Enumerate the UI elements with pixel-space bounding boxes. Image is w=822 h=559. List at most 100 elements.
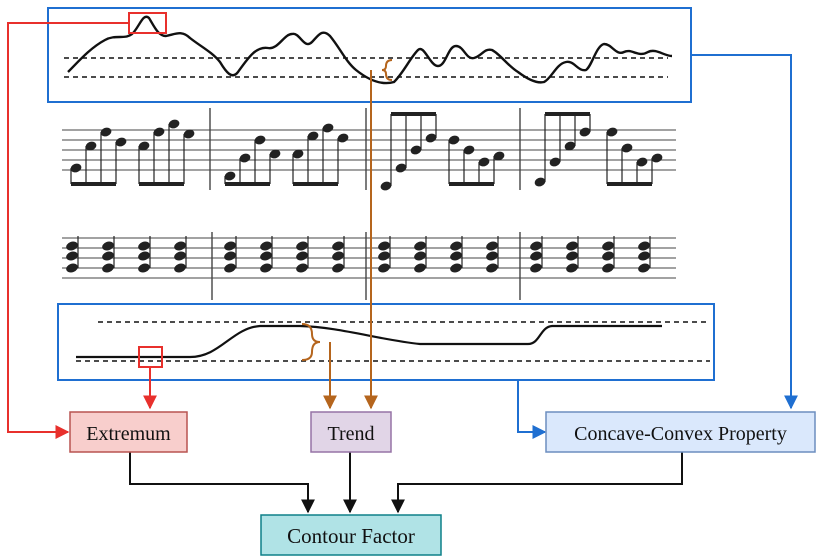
chord-notehead: [378, 241, 390, 251]
melody-notehead: [115, 137, 127, 147]
melody-notehead: [70, 163, 82, 173]
chord-notehead: [174, 251, 186, 261]
accompaniment-chords: [66, 236, 651, 273]
melody-notehead: [606, 127, 618, 137]
melody-notehead: [395, 163, 407, 173]
chord-notehead: [138, 241, 150, 251]
chord-notehead: [450, 263, 462, 273]
melody-contour-panel: [47, 7, 692, 103]
chord-notehead: [638, 251, 650, 261]
melody-notehead: [307, 131, 319, 141]
chord-notehead: [530, 241, 542, 251]
chord-notehead: [260, 263, 272, 273]
contour-factor-node: Contour Factor: [260, 514, 442, 556]
chord-notehead: [174, 263, 186, 273]
trend-label: Trend: [327, 423, 374, 445]
accompaniment-contour-curve: [76, 324, 662, 359]
chord-notehead: [530, 263, 542, 273]
melody-notes: [70, 112, 663, 191]
chord-notehead: [332, 263, 344, 273]
melody-notehead: [322, 123, 334, 133]
chord-notehead: [486, 263, 498, 273]
melody-notehead: [239, 153, 251, 163]
melody-notehead: [337, 133, 349, 143]
accompaniment-contour-panel: [57, 303, 715, 381]
merge-arrow-concave: [391, 452, 683, 514]
chord-notehead: [224, 241, 236, 251]
melody-notehead: [410, 145, 422, 155]
chord-notehead: [102, 251, 114, 261]
extremum-arrow-top: [7, 22, 129, 439]
melody-notehead: [636, 157, 648, 167]
melody-notehead: [463, 145, 475, 155]
chord-notehead: [224, 251, 236, 261]
melody-notehead: [493, 151, 505, 161]
merge-arrow-extremum: [129, 452, 315, 514]
chord-notehead: [486, 251, 498, 261]
chord-notehead: [378, 263, 390, 273]
chord-notehead: [566, 251, 578, 261]
trend-brace-top: [381, 59, 393, 81]
concave-convex-label: Concave-Convex Property: [574, 423, 787, 445]
chord-notehead: [378, 251, 390, 261]
melody-notehead: [269, 149, 281, 159]
chord-notehead: [530, 251, 542, 261]
melody-notehead: [153, 127, 165, 137]
extremum-node: Extremum: [69, 411, 188, 453]
extremum-label: Extremum: [86, 423, 171, 445]
melody-contour-curve: [67, 15, 673, 85]
chord-notehead: [260, 251, 272, 261]
chord-notehead: [138, 251, 150, 261]
melody-notehead: [549, 157, 561, 167]
chord-notehead: [414, 263, 426, 273]
concave-arrow-top: [691, 54, 798, 410]
melody-notehead: [168, 119, 180, 129]
chord-notehead: [260, 241, 272, 251]
chord-notehead: [602, 263, 614, 273]
chord-notehead: [566, 263, 578, 273]
chord-notehead: [102, 263, 114, 273]
melody-notehead: [85, 141, 97, 151]
chord-notehead: [138, 263, 150, 273]
chord-notehead: [638, 263, 650, 273]
music-score: [62, 108, 676, 300]
chord-notehead: [486, 241, 498, 251]
melody-notehead: [224, 171, 236, 181]
melody-notehead: [138, 141, 150, 151]
accompaniment-staff: [62, 232, 676, 300]
chord-notehead: [296, 241, 308, 251]
chord-notehead: [566, 241, 578, 251]
concave-convex-node: Concave-Convex Property: [545, 411, 816, 453]
contour-factor-label: Contour Factor: [287, 524, 415, 548]
melody-notehead: [579, 127, 591, 137]
concave-arrow-bottom: [517, 380, 547, 439]
chord-notehead: [296, 251, 308, 261]
chord-notehead: [102, 241, 114, 251]
trend-node: Trend: [310, 411, 392, 453]
chord-notehead: [602, 251, 614, 261]
chord-notehead: [66, 263, 78, 273]
melody-notehead: [100, 127, 112, 137]
melody-notehead: [380, 181, 392, 191]
chord-notehead: [414, 251, 426, 261]
trend-brace-bottom: [301, 323, 321, 361]
chord-notehead: [66, 241, 78, 251]
melody-notehead: [651, 153, 663, 163]
melody-staff: [62, 108, 676, 190]
melody-notehead: [564, 141, 576, 151]
chord-notehead: [332, 241, 344, 251]
melody-notehead: [254, 135, 266, 145]
melody-notehead: [534, 177, 546, 187]
melody-notehead: [621, 143, 633, 153]
melody-notehead: [478, 157, 490, 167]
chord-notehead: [638, 241, 650, 251]
connectors: [7, 22, 798, 514]
chord-notehead: [174, 241, 186, 251]
chord-notehead: [602, 241, 614, 251]
melody-notehead: [292, 149, 304, 159]
chord-notehead: [414, 241, 426, 251]
melody-notehead: [183, 129, 195, 139]
melody-notehead: [425, 133, 437, 143]
chord-notehead: [224, 263, 236, 273]
